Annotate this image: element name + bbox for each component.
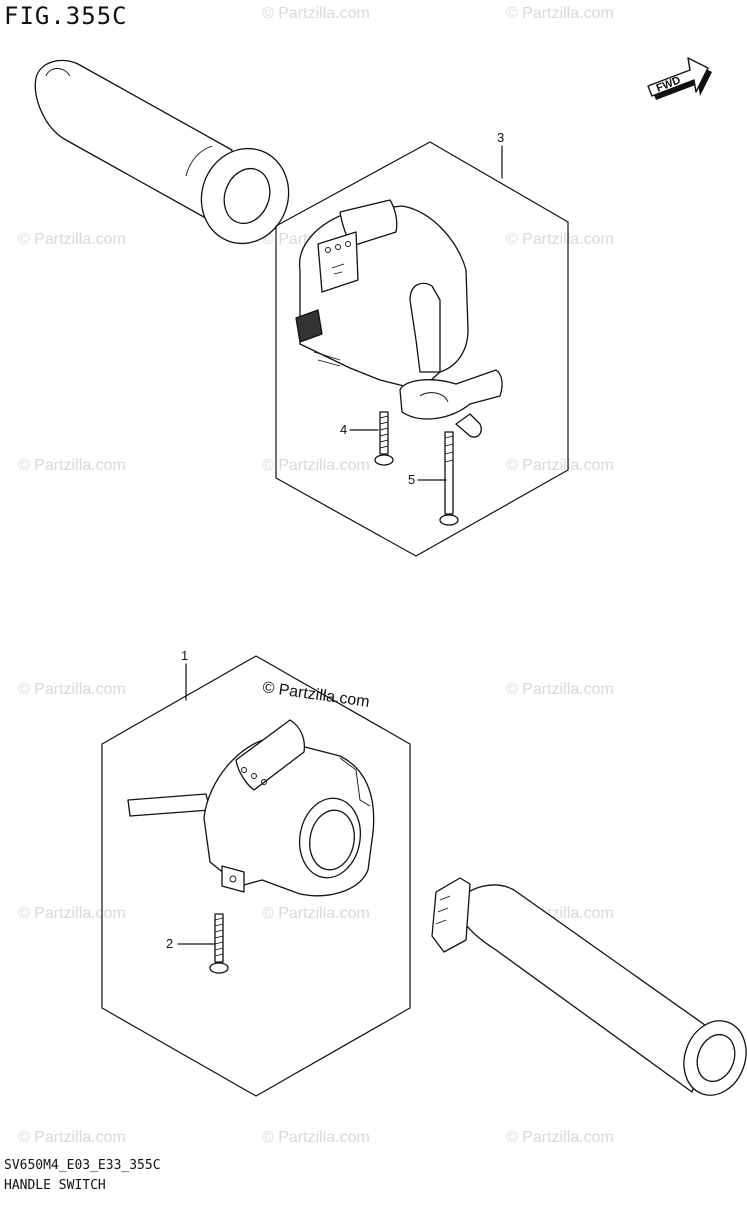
watermark-main: © Partzilla.com — [261, 679, 370, 711]
left-grip — [34, 59, 290, 245]
watermark: © Partzilla.com — [18, 681, 126, 698]
watermark: © Partzilla.com — [18, 905, 126, 922]
watermark: © Partzilla.com — [506, 681, 614, 698]
figure-code: SV650M4_E03_E33_355C — [4, 1158, 161, 1173]
watermark: © Partzilla.com — [506, 5, 614, 22]
watermark: © Partzilla.com — [262, 905, 370, 922]
watermark: © Partzilla.com — [506, 231, 614, 248]
leader-lines — [177, 145, 503, 945]
assembly-frame-upper — [275, 141, 569, 557]
assembly-frame-lower — [101, 655, 411, 1097]
watermark: © Partzilla.com — [506, 457, 614, 474]
watermark-group: © Partzilla.com © Partzilla.com © Partzi… — [18, 5, 614, 1146]
callout-5: 5 — [408, 472, 415, 487]
callout-2: 2 — [166, 936, 173, 951]
screw-part-2 — [209, 913, 229, 974]
callout-1: 1 — [181, 648, 188, 663]
watermark: © Partzilla.com — [18, 231, 126, 248]
watermark: © Partzilla.com — [262, 5, 370, 22]
right-handle-switch — [295, 199, 503, 438]
fwd-arrow: FWD — [647, 57, 712, 100]
watermark: © Partzilla.com — [262, 1129, 370, 1146]
figure-title: FIG.355C — [4, 2, 128, 30]
callout-3: 3 — [497, 130, 504, 145]
figure-name: HANDLE SWITCH — [4, 1178, 106, 1193]
screw-part-5 — [439, 431, 459, 526]
watermark: © Partzilla.com — [18, 457, 126, 474]
callout-4: 4 — [340, 422, 347, 437]
screw-part-4 — [374, 411, 394, 466]
watermark: © Partzilla.com — [262, 457, 370, 474]
watermark: © Partzilla.com — [506, 1129, 614, 1146]
left-handle-switch — [127, 719, 375, 897]
right-grip — [431, 877, 747, 1096]
watermark: © Partzilla.com — [18, 1129, 126, 1146]
